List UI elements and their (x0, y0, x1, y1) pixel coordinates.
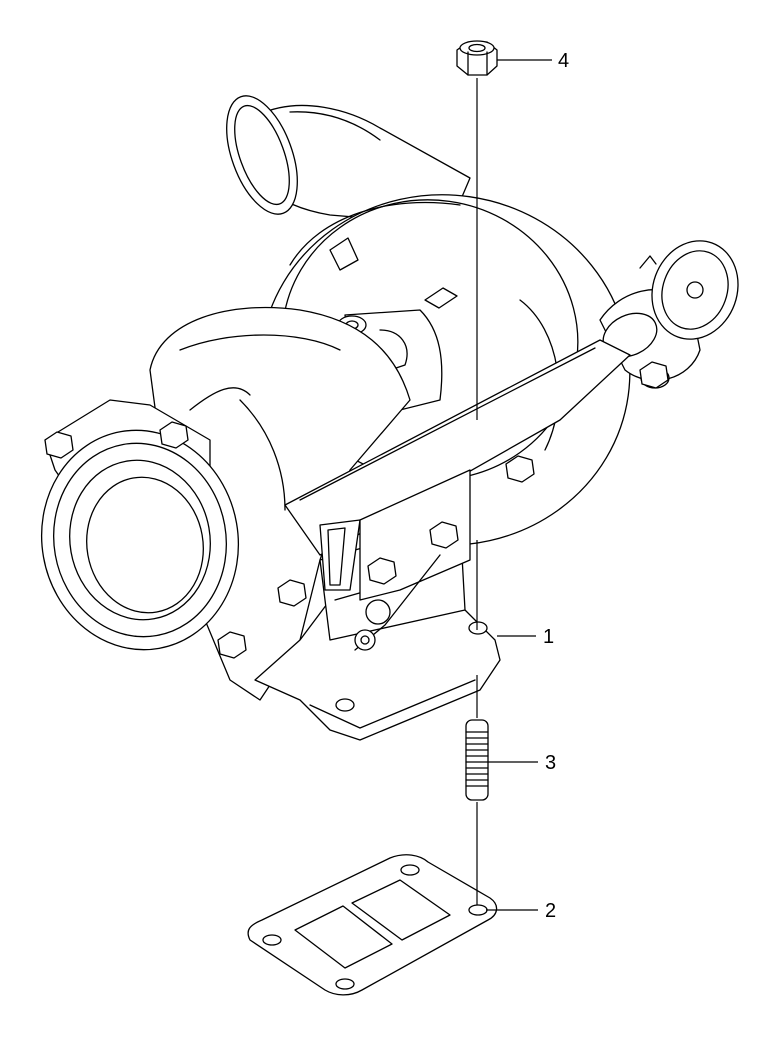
turbocharger-assembly (40, 95, 739, 741)
callout-1: 1 (497, 626, 554, 648)
callout-label-2: 2 (545, 900, 556, 922)
nut-part-4 (456, 40, 498, 76)
callout-2: 2 (486, 900, 556, 922)
callout-4: 4 (497, 50, 569, 72)
callout-label-1: 1 (543, 626, 554, 648)
callout-label-3: 3 (545, 752, 556, 774)
wastegate-actuator (599, 240, 739, 389)
stud-part-3 (465, 719, 489, 801)
callout-3: 3 (488, 752, 556, 774)
assembly-bolts (44, 361, 669, 659)
callout-label-4: 4 (558, 50, 569, 72)
gasket-part-2 (247, 854, 498, 996)
compressor-inlet-pipe (226, 95, 471, 226)
